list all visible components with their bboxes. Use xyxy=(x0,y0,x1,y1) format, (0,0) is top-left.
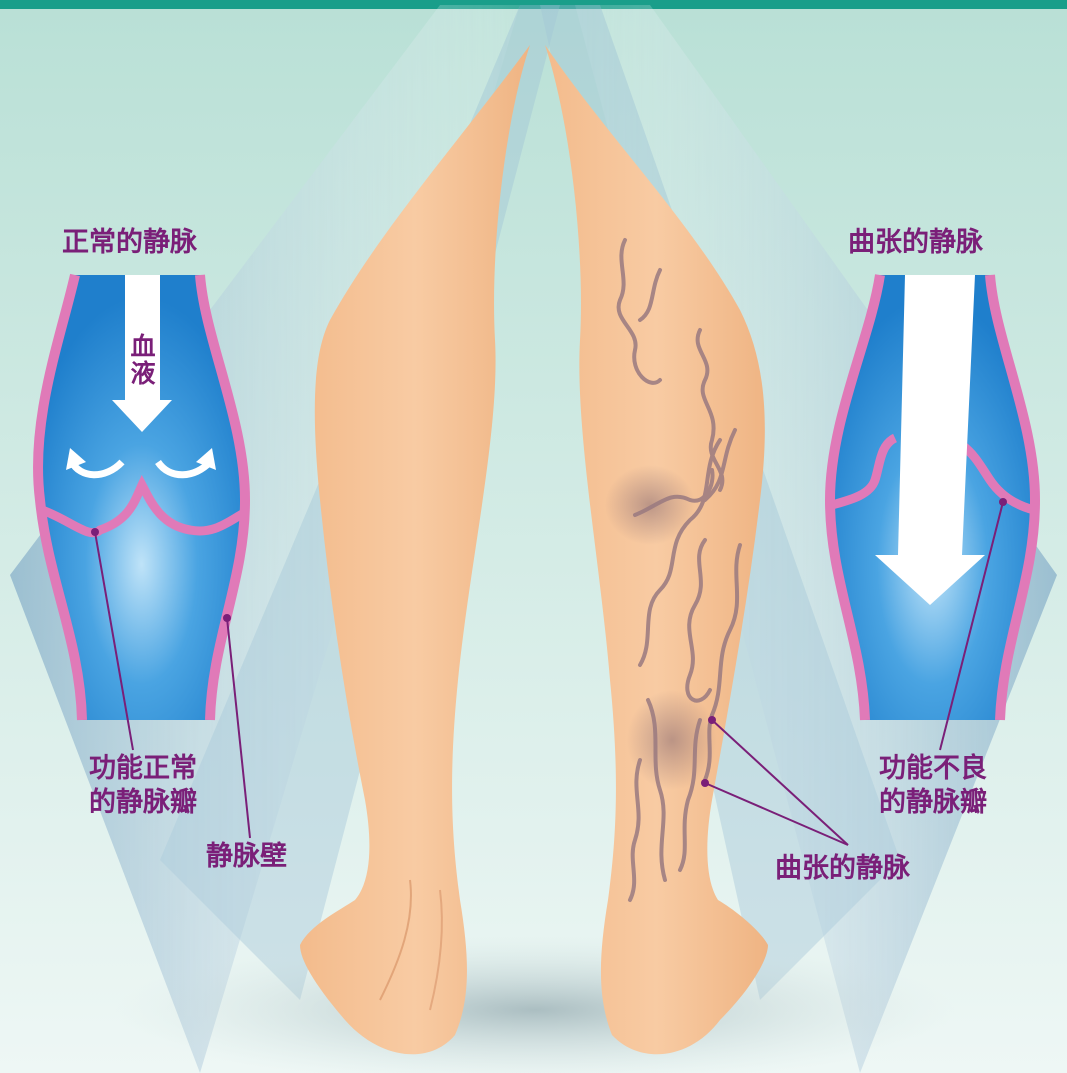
normal-valve-label-line2: 的静脉瓣 xyxy=(68,786,218,820)
normal-valve-label-line1: 功能正常 xyxy=(68,752,218,786)
varicose-vein-title: 曲张的静脉 xyxy=(848,226,983,260)
blood-flow-label: 血液 xyxy=(124,333,158,387)
faulty-valve-label-line1: 功能不良 xyxy=(858,752,1008,786)
normal-valve-label: 功能正常 的静脉瓣 xyxy=(68,752,218,820)
vein-wall-label: 静脉壁 xyxy=(206,840,287,874)
normal-vein-title: 正常的静脉 xyxy=(62,226,197,260)
varicose-vein-diagram xyxy=(830,275,1035,750)
faulty-valve-label-line2: 的静脉瓣 xyxy=(858,786,1008,820)
varicose-leg-label: 曲张的静脉 xyxy=(775,852,910,886)
faulty-valve-label: 功能不良 的静脉瓣 xyxy=(858,752,1008,820)
